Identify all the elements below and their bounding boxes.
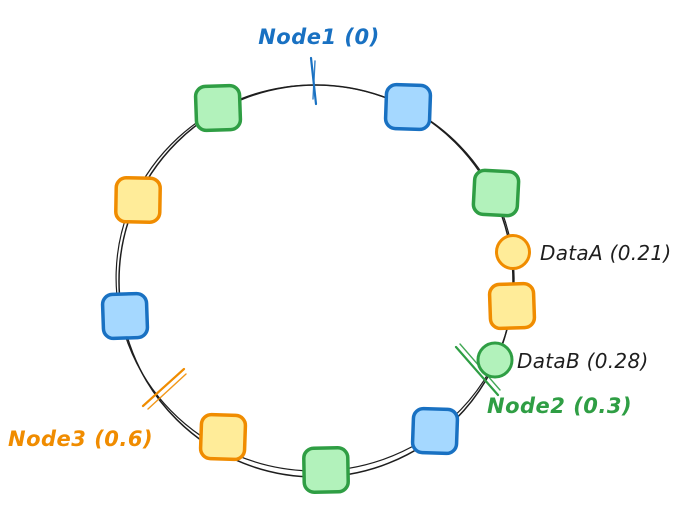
node1-tick-mark [309,56,318,106]
dataB-label: DataB (0.28) [517,349,649,373]
virtual-node-square-yellow-bottom-left [198,412,248,462]
virtual-node-square-blue-bottom-right [410,406,460,456]
dataA-label: DataA (0.21) [540,241,672,265]
node3-tick-stroke-2 [147,373,187,410]
data-item-dataB-circle [476,341,514,379]
node2-label: Node2 (0.3) [487,394,632,418]
virtual-node-square-green-top-left [193,83,243,133]
virtual-node-square-green-right [471,168,521,218]
node3-tick-stroke-1 [141,367,186,408]
virtual-node-square-blue-left [100,291,150,341]
data-item-dataA-circle [495,234,531,270]
node1-label: Node1 (0) [258,25,380,49]
virtual-node-square-yellow-right [487,281,537,331]
virtual-node-square-yellow-top-left [114,176,162,224]
node1-tick-stroke-2 [312,60,316,100]
virtual-node-squares [100,82,537,494]
node3-tick-mark [141,367,187,410]
node3-label: Node3 (0.6) [8,427,153,451]
node2-tick-stroke-1 [454,345,500,397]
virtual-node-square-green-bottom [302,446,350,494]
virtual-node-square-blue-top-right [383,82,433,132]
